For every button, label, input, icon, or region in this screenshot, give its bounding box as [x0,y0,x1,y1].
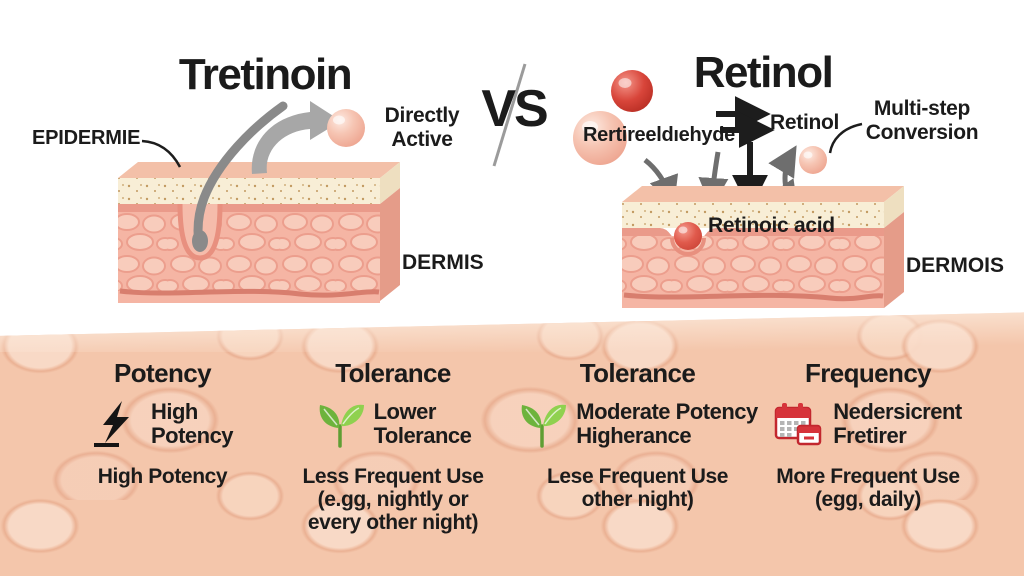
retinol-molecule [799,146,827,174]
detail-text: More Frequent Use (egg, daily) [776,465,960,512]
hair-follicle [193,101,288,249]
retinol-step-label: Retinol [770,111,840,134]
dermis-label-right: DERMOIS [906,254,1005,277]
right-title: Retinol [693,48,834,97]
red-molecule [611,70,653,112]
detail-text: High Potency [97,465,228,488]
column-heading: Tolerance [579,358,696,388]
left-title: Tretinoin [178,50,353,99]
skin-texture-band [0,312,1024,576]
calendar-icon [774,400,824,448]
seedling-icon [517,400,567,448]
column-tolerance-right: Tolerance Moderate Potency Higherance Le… [515,358,760,511]
multistep-conversion-note: Multi-step Conversion [865,97,979,144]
detail-text: Lese Frequent Use other night) [546,465,729,512]
feature-text: Nedersicrent Fretirer [833,399,962,448]
seedling-icon [315,400,365,448]
column-heading: Potency [114,358,212,388]
feature-text: High Potency [150,399,234,448]
multistep-pointer-line [828,122,863,154]
vs-label: VS [481,80,548,138]
swoosh-arrow [251,101,341,174]
column-heading: Frequency [804,358,932,388]
right-skin-block [622,186,904,308]
dermis-label-left: DERMIS [402,251,484,274]
skin-illustration [118,63,904,308]
tretinoin-molecule [327,109,365,147]
column-heading: Tolerance [335,358,451,388]
epidermis-pointer-line [141,139,182,168]
epidermis-label: EPIDERMIE [32,127,141,149]
left-skin-block [118,101,400,303]
feature-text: Lower Tolerance [373,399,472,448]
directly-active-note: Directly Active [384,104,460,151]
retinoic-acid-molecule [674,222,702,250]
vs-slash [492,63,527,167]
detail-text: Less Frequent Use (e.gg, nightly or ever… [302,465,484,535]
retinoic-acid-label: Retinoic acid [708,214,835,237]
column-frequency: Frequency Nedersicr [753,358,983,511]
column-tolerance-left: Tolerance Lower Tolerance Less Frequent … [283,358,503,534]
feature-text: Moderate Potency Higherance [576,399,758,448]
lightning-icon [92,400,142,448]
column-potency: Potency High Potency High Potency [45,358,280,488]
retinaldehyde-molecule [573,111,627,165]
retinaldehyde-label: Rertireeldıehyde [583,124,735,146]
